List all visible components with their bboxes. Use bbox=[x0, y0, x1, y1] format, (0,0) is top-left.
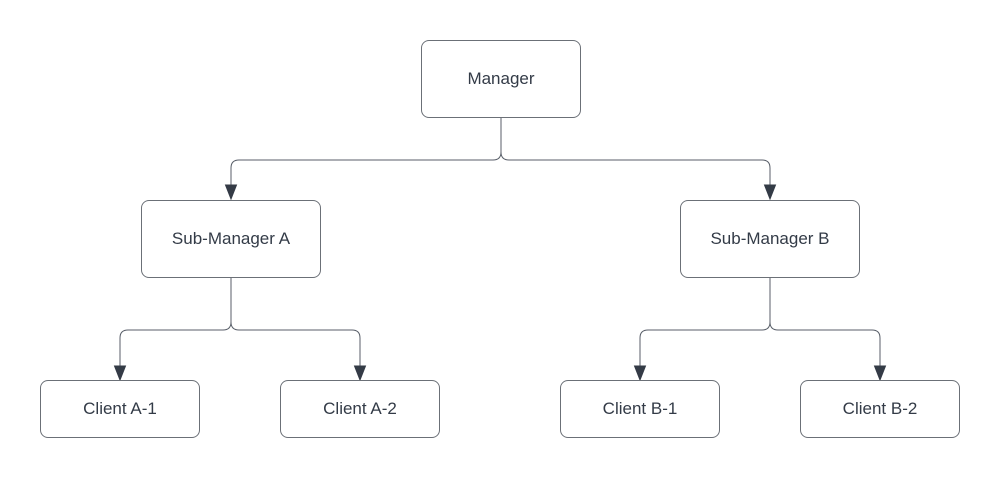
edge-sub-manager-a-to-client-a-2 bbox=[230, 278, 367, 382]
arrowhead-icon bbox=[113, 365, 127, 382]
node-sub-manager-a-label: Sub-Manager A bbox=[171, 229, 291, 248]
edge-manager-to-sub-manager-b bbox=[500, 118, 777, 201]
node-client-b-1[interactable]: Client B-1 bbox=[560, 380, 720, 438]
arrowhead-icon bbox=[224, 184, 238, 201]
edge-sub-manager-b-to-client-b-1 bbox=[633, 278, 771, 382]
node-client-a-2[interactable]: Client A-2 bbox=[280, 380, 440, 438]
node-sub-manager-b-label: Sub-Manager B bbox=[710, 229, 830, 248]
node-client-b-1-label: Client B-1 bbox=[602, 399, 678, 418]
arrowhead-icon bbox=[763, 184, 777, 201]
node-manager[interactable]: Manager bbox=[421, 40, 581, 118]
arrowhead-icon bbox=[873, 365, 887, 382]
edge-sub-manager-b-to-client-b-2 bbox=[769, 278, 887, 382]
node-client-b-2[interactable]: Client B-2 bbox=[800, 380, 960, 438]
edge-manager-to-sub-manager-a bbox=[224, 118, 502, 201]
arrowhead-icon bbox=[633, 365, 647, 382]
arrowhead-icon bbox=[353, 365, 367, 382]
node-client-b-2-label: Client B-2 bbox=[842, 399, 918, 418]
node-manager-label: Manager bbox=[467, 69, 535, 88]
node-client-a-1-label: Client A-1 bbox=[83, 399, 157, 418]
node-sub-manager-b[interactable]: Sub-Manager B bbox=[680, 200, 860, 278]
edge-sub-manager-a-to-client-a-1 bbox=[113, 278, 232, 382]
node-sub-manager-a[interactable]: Sub-Manager A bbox=[141, 200, 321, 278]
node-client-a-1[interactable]: Client A-1 bbox=[40, 380, 200, 438]
node-client-a-2-label: Client A-2 bbox=[323, 399, 397, 418]
